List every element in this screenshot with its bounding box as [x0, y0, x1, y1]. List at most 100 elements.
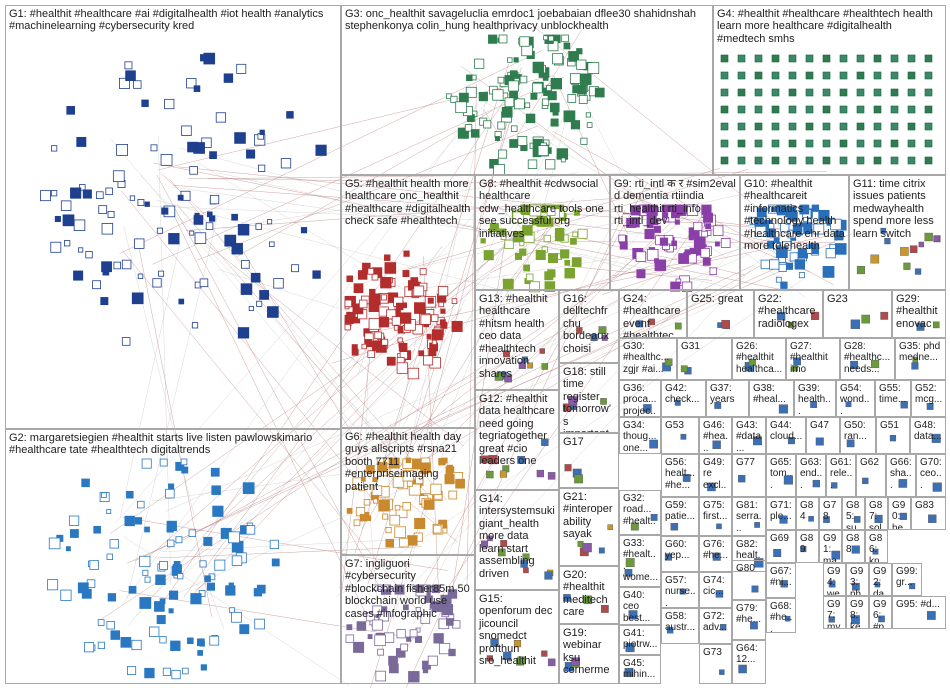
group-g44: G44: cloud...	[766, 417, 806, 454]
group-label: G66: sha...	[890, 457, 913, 491]
group-label: G91: ma...	[823, 533, 839, 563]
group-g43: G43: #data...	[732, 417, 766, 454]
group-label: G94: we...	[827, 566, 843, 596]
group-label: G93: ph...	[850, 566, 866, 596]
group-g59: G59: patie...	[661, 497, 699, 536]
group-g90: G90: he...	[888, 497, 911, 530]
group-label: G83	[915, 500, 943, 511]
group-g33: G33: #healt... wome...	[619, 535, 661, 587]
group-g21: G21: #interoperability sayak	[559, 488, 619, 566]
group-label: G71: ple...	[770, 500, 793, 523]
group-label: G58: austr...	[665, 611, 696, 634]
group-g95: G95: #d...	[892, 596, 946, 629]
group-label: G46: #hea...	[703, 420, 729, 454]
group-g40: G40: ceo best...	[619, 587, 661, 625]
group-label: G65: tom...	[770, 457, 793, 491]
group-label: G61: rele...	[830, 457, 853, 491]
group-g84: G84	[796, 497, 819, 530]
group-g65: G65: tom...	[766, 454, 796, 497]
group-label: G60: yep...	[665, 539, 696, 562]
group-label: G28: #healthc... needs...	[844, 341, 892, 375]
group-g92: G92: da...	[869, 563, 892, 596]
group-label: G20: #healthit meditech care	[563, 569, 616, 619]
group-g47: G47	[806, 417, 840, 454]
group-g93: G93: ph...	[846, 563, 869, 596]
group-g3: G3: onc_healthit savageluclia emrdoc1 jo…	[341, 5, 713, 175]
group-g29: G29: #healthit enovac	[892, 290, 946, 338]
group-g50: G50: ran...	[840, 417, 876, 454]
group-label: G77	[736, 457, 763, 468]
group-label: G69	[770, 533, 793, 544]
group-label: G17	[563, 436, 616, 448]
group-g37: G37: years	[706, 380, 749, 417]
group-g19: G19: webinar ksu cernerme	[559, 624, 619, 684]
group-label: G34: thoug... one...	[623, 420, 658, 454]
group-g27: G27: #healthit imo	[786, 338, 840, 380]
group-g86: G86: kn...	[865, 530, 888, 563]
group-label: G2: margaretsiegien #healthit starts liv…	[9, 432, 338, 457]
group-g48: G48: data...	[910, 417, 946, 454]
group-g35: G35: phd medne...	[895, 338, 946, 380]
group-label: G39: health...	[798, 383, 833, 417]
group-label: G7: ingliguori #cybersecurity #blockchai…	[345, 558, 472, 620]
group-label: G41: piotrw...	[623, 628, 658, 651]
group-g25: G25: great	[687, 290, 754, 338]
group-label: G22: #healthcare radiologex	[758, 293, 820, 330]
group-label: G81: serra...	[736, 500, 763, 534]
group-label: G99: gr...	[896, 566, 919, 589]
group-g73: G73	[699, 644, 732, 684]
group-label: G48: data...	[914, 420, 943, 443]
group-label: G84	[800, 500, 816, 523]
group-label: G37: years	[710, 383, 746, 406]
group-label: G51	[880, 420, 907, 431]
group-label: G79: #he...	[736, 603, 763, 626]
group-label: G63: end...	[800, 457, 823, 491]
group-g54: G54: wond...	[836, 380, 875, 417]
group-g12: G12: #healthit data healthcare need goin…	[475, 390, 559, 490]
group-label: G35: phd medne...	[899, 341, 943, 364]
group-g36: G36: proca... projec...	[619, 380, 661, 417]
group-g31: G31	[677, 338, 732, 380]
group-label: G85: su...	[846, 500, 862, 530]
group-label: G36: proca... projec...	[623, 383, 658, 417]
group-label: G4: #healthit #healthcare #healthtech he…	[717, 8, 943, 45]
group-label: G10: #healthit #healthcareit #informatic…	[744, 178, 846, 253]
group-g4: G4: #healthit #healthcare #healthtech he…	[713, 5, 946, 175]
group-g60: G60: yep...	[661, 536, 699, 572]
group-g28: G28: #healthc... needs...	[840, 338, 895, 380]
group-label: G25: great	[691, 293, 751, 305]
group-g87: G87: sol...	[865, 497, 888, 530]
group-label: G15: openforum dec jicouncil snomedct pr…	[479, 593, 556, 668]
group-g15: G15: openforum dec jicouncil snomedct pr…	[475, 590, 559, 684]
group-label: G64: 12...	[736, 643, 763, 666]
group-label: G98: ke...	[850, 599, 866, 629]
group-g30: G30: #healthc... zgjr #ai...	[619, 338, 677, 380]
group-label: G23	[827, 293, 889, 305]
group-g97: G97: my...	[823, 596, 846, 629]
group-label: G90: he...	[892, 500, 908, 530]
group-g68: G68: #he...	[766, 598, 796, 633]
group-g1: G1: #healthit #healthcare #ai #digitalhe…	[5, 5, 341, 429]
group-label: G78	[823, 500, 839, 523]
group-label: G50: ran...	[844, 420, 873, 443]
group-label: G44: cloud...	[770, 420, 803, 443]
group-label: G55: time...	[879, 383, 908, 406]
group-g81: G81: serra...	[732, 497, 766, 536]
group-label: G53	[665, 420, 696, 431]
group-label: G32: road... #healt...	[623, 493, 658, 535]
group-label: G73	[703, 647, 729, 658]
group-g13: G13: #healthit healthcare #hitsm health …	[475, 290, 559, 390]
group-g82: G82: healt...	[732, 536, 766, 572]
group-label: G57: nurse...	[665, 575, 696, 608]
group-g56: G56: healt... #he...	[661, 454, 699, 497]
group-g10: G10: #healthit #healthcareit #informatic…	[740, 175, 849, 290]
group-g16: G16: delltechfr chu bordeaux choisi	[559, 290, 619, 363]
group-g61: G61: rele...	[826, 454, 856, 497]
group-label: G56: healt... #he...	[665, 457, 696, 491]
group-label: G27: #healthit imo	[790, 341, 837, 375]
group-g34: G34: thoug... one...	[619, 417, 661, 454]
group-label: G54: wond...	[840, 383, 872, 417]
group-g39: G39: health...	[794, 380, 836, 417]
group-g26: G26: #healthit healthca...	[732, 338, 786, 380]
group-label: G74: cic...	[703, 575, 729, 598]
